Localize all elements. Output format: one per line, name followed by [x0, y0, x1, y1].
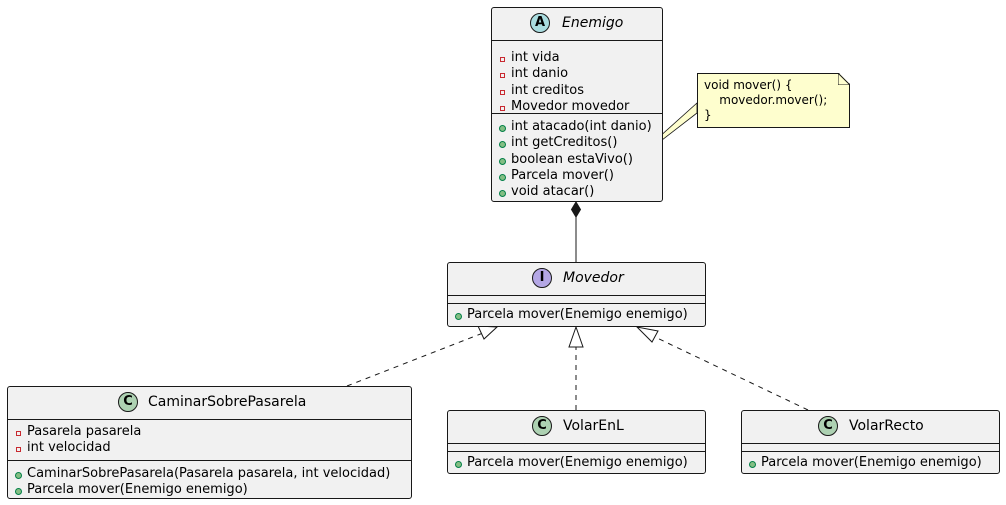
method: Parcela mover(): [511, 168, 614, 183]
realization-arrow-volarrecto: [635, 326, 659, 343]
class-volar-recto[interactable]: C VolarRecto Parcela mover(Enemigo enemi…: [741, 410, 1000, 474]
class-badge-icon: C: [532, 416, 552, 436]
class-caminar-fields: Pasarela pasarela int velocidad: [8, 420, 411, 461]
public-marker-icon: [499, 174, 506, 181]
class-enemigo-methods: int atacado(int danio) int getCreditos()…: [492, 114, 662, 203]
method: int getCreditos(): [511, 135, 618, 150]
class-enemigo-fields: int vida int danio int creditos Movedor …: [492, 41, 662, 114]
method: boolean estaVivo(): [511, 152, 633, 167]
note-fold-icon: [838, 73, 850, 85]
class-volarrecto-fields: [742, 444, 999, 452]
class-volarenl-header: C VolarEnL: [448, 411, 705, 444]
method: int atacado(int danio): [511, 119, 652, 134]
public-marker-icon: [455, 461, 462, 468]
public-marker-icon: [455, 313, 462, 320]
method: Parcela mover(Enemigo enemigo): [467, 455, 688, 470]
public-marker-icon: [499, 190, 506, 197]
interface-movedor-methods: Parcela mover(Enemigo enemigo): [448, 304, 705, 327]
field: int danio: [511, 66, 569, 81]
class-volarrecto-methods: Parcela mover(Enemigo enemigo): [742, 452, 999, 474]
public-marker-icon: [15, 488, 22, 495]
class-enemigo-name: Enemigo: [562, 15, 624, 31]
class-caminar-sobre-pasarela[interactable]: C CaminarSobrePasarela Pasarela pasarela…: [7, 386, 412, 499]
realization-arrow-caminar: [477, 325, 499, 340]
interface-movedor-fields: [448, 296, 705, 304]
interface-movedor[interactable]: I Movedor Parcela mover(Enemigo enemigo): [447, 262, 706, 327]
class-badge-icon: C: [818, 416, 838, 436]
public-marker-icon: [499, 141, 506, 148]
composition-diamond: [570, 201, 582, 218]
field: int velocidad: [27, 440, 111, 455]
class-caminar-methods: CaminarSobrePasarela(Pasarela pasarela, …: [8, 461, 411, 501]
note-line: movedor.mover();: [704, 93, 828, 107]
private-marker-icon: [500, 57, 505, 62]
class-caminar-name: CaminarSobrePasarela: [148, 394, 307, 410]
field: Movedor movedor: [511, 99, 630, 114]
method: Parcela mover(Enemigo enemigo): [27, 482, 248, 497]
class-enemigo-header: A Enemigo: [492, 8, 662, 41]
class-volar-en-l[interactable]: C VolarEnL Parcela mover(Enemigo enemigo…: [447, 410, 706, 474]
interface-movedor-header: I Movedor: [448, 263, 705, 296]
private-marker-icon: [500, 106, 505, 111]
class-caminar-header: C CaminarSobrePasarela: [8, 387, 411, 420]
field: int vida: [511, 50, 560, 65]
class-volarenl-name: VolarEnL: [563, 418, 624, 434]
class-volarrecto-header: C VolarRecto: [742, 411, 999, 444]
method: CaminarSobrePasarela(Pasarela pasarela, …: [27, 466, 391, 481]
realization-line-volarrecto: [654, 336, 809, 411]
method: Parcela mover(Enemigo enemigo): [467, 307, 688, 322]
class-volarenl-methods: Parcela mover(Enemigo enemigo): [448, 452, 705, 474]
method: Parcela mover(Enemigo enemigo): [761, 455, 982, 470]
interface-badge-icon: I: [532, 268, 552, 288]
private-marker-icon: [16, 447, 21, 452]
public-marker-icon: [749, 461, 756, 468]
private-marker-icon: [500, 73, 505, 78]
code-note[interactable]: void mover() { movedor.mover(); }: [697, 73, 850, 128]
field: int creditos: [511, 83, 584, 98]
interface-movedor-name: Movedor: [563, 270, 624, 286]
public-marker-icon: [499, 125, 506, 132]
private-marker-icon: [16, 431, 21, 436]
field: Pasarela pasarela: [27, 424, 142, 439]
abstract-badge-icon: A: [530, 13, 550, 33]
realization-arrow-volarenl: [568, 325, 584, 348]
class-enemigo[interactable]: A Enemigo int vida int danio int credito…: [491, 7, 663, 202]
method: void atacar(): [511, 184, 595, 199]
class-badge-icon: C: [118, 392, 138, 412]
class-volarrecto-name: VolarRecto: [849, 418, 924, 434]
private-marker-icon: [500, 90, 505, 95]
realization-line-caminar: [346, 332, 484, 387]
note-line: }: [704, 108, 712, 122]
class-volarenl-fields: [448, 444, 705, 452]
public-marker-icon: [499, 158, 506, 165]
note-line: void mover() {: [704, 78, 793, 92]
public-marker-icon: [15, 472, 22, 479]
